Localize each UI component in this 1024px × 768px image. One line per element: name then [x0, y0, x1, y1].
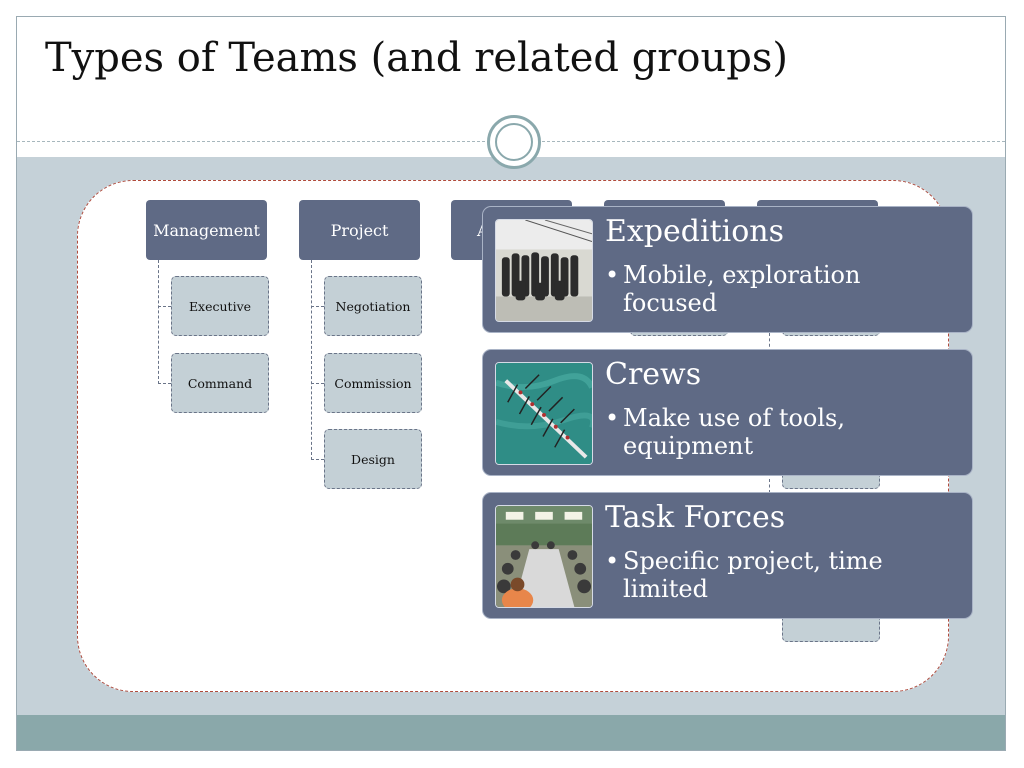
org-node-command: Command	[171, 353, 269, 413]
org-connector	[158, 260, 159, 384]
org-connector	[158, 383, 171, 384]
org-connector	[311, 459, 324, 460]
org-node-negotiation: Negotiation	[324, 276, 422, 336]
org-node-executive: Executive	[171, 276, 269, 336]
rowing-crew-photo-icon	[495, 362, 593, 465]
org-connector	[769, 333, 770, 363]
org-node-label: Management	[153, 220, 260, 240]
org-connector	[311, 260, 312, 460]
circle-ornament-icon	[487, 115, 541, 169]
card-bullet: • Mobile, exploration focused	[605, 261, 960, 317]
org-node-label: Project	[330, 220, 389, 240]
org-node-design: Design	[324, 429, 422, 489]
card-bullet-text: Make use of tools, equipment	[623, 404, 845, 460]
org-node-label: Commission	[334, 375, 412, 391]
slide: Types of Teams (and related groups) Mana…	[16, 16, 1006, 751]
card-bullet: • Specific project, time limited	[605, 547, 960, 603]
org-node-label: Negotiation	[335, 298, 411, 314]
bullet-icon: •	[605, 261, 620, 289]
expedition-group-photo-icon	[495, 219, 593, 322]
bullet-icon: •	[605, 404, 620, 432]
org-node-label: Command	[187, 375, 253, 391]
bottom-band	[17, 715, 1005, 750]
org-connector	[158, 306, 171, 307]
org-connector	[311, 306, 324, 307]
slide-title: Types of Teams (and related groups)	[45, 35, 789, 81]
card-crews: Crews • Make use of tools, equipment	[482, 349, 973, 476]
org-node-label: Design	[351, 451, 395, 467]
card-task-forces: Task Forces • Specific project, time lim…	[482, 492, 973, 619]
org-connector	[769, 479, 770, 504]
card-bullet-text: Mobile, exploration focused	[623, 261, 861, 317]
org-node-project: Project	[299, 200, 420, 260]
org-node-commission: Commission	[324, 353, 422, 413]
org-node-management: Management	[146, 200, 267, 260]
card-title: Expeditions	[605, 214, 785, 249]
card-bullet: • Make use of tools, equipment	[605, 404, 960, 460]
card-title: Crews	[605, 357, 702, 392]
org-connector	[311, 383, 324, 384]
meeting-table-photo-icon	[495, 505, 593, 608]
card-expeditions: Expeditions • Mobile, exploration focuse…	[482, 206, 973, 333]
bullet-icon: •	[605, 547, 620, 575]
card-title: Task Forces	[605, 500, 786, 535]
org-node-label: Executive	[188, 298, 252, 314]
card-bullet-text: Specific project, time limited	[623, 547, 883, 603]
